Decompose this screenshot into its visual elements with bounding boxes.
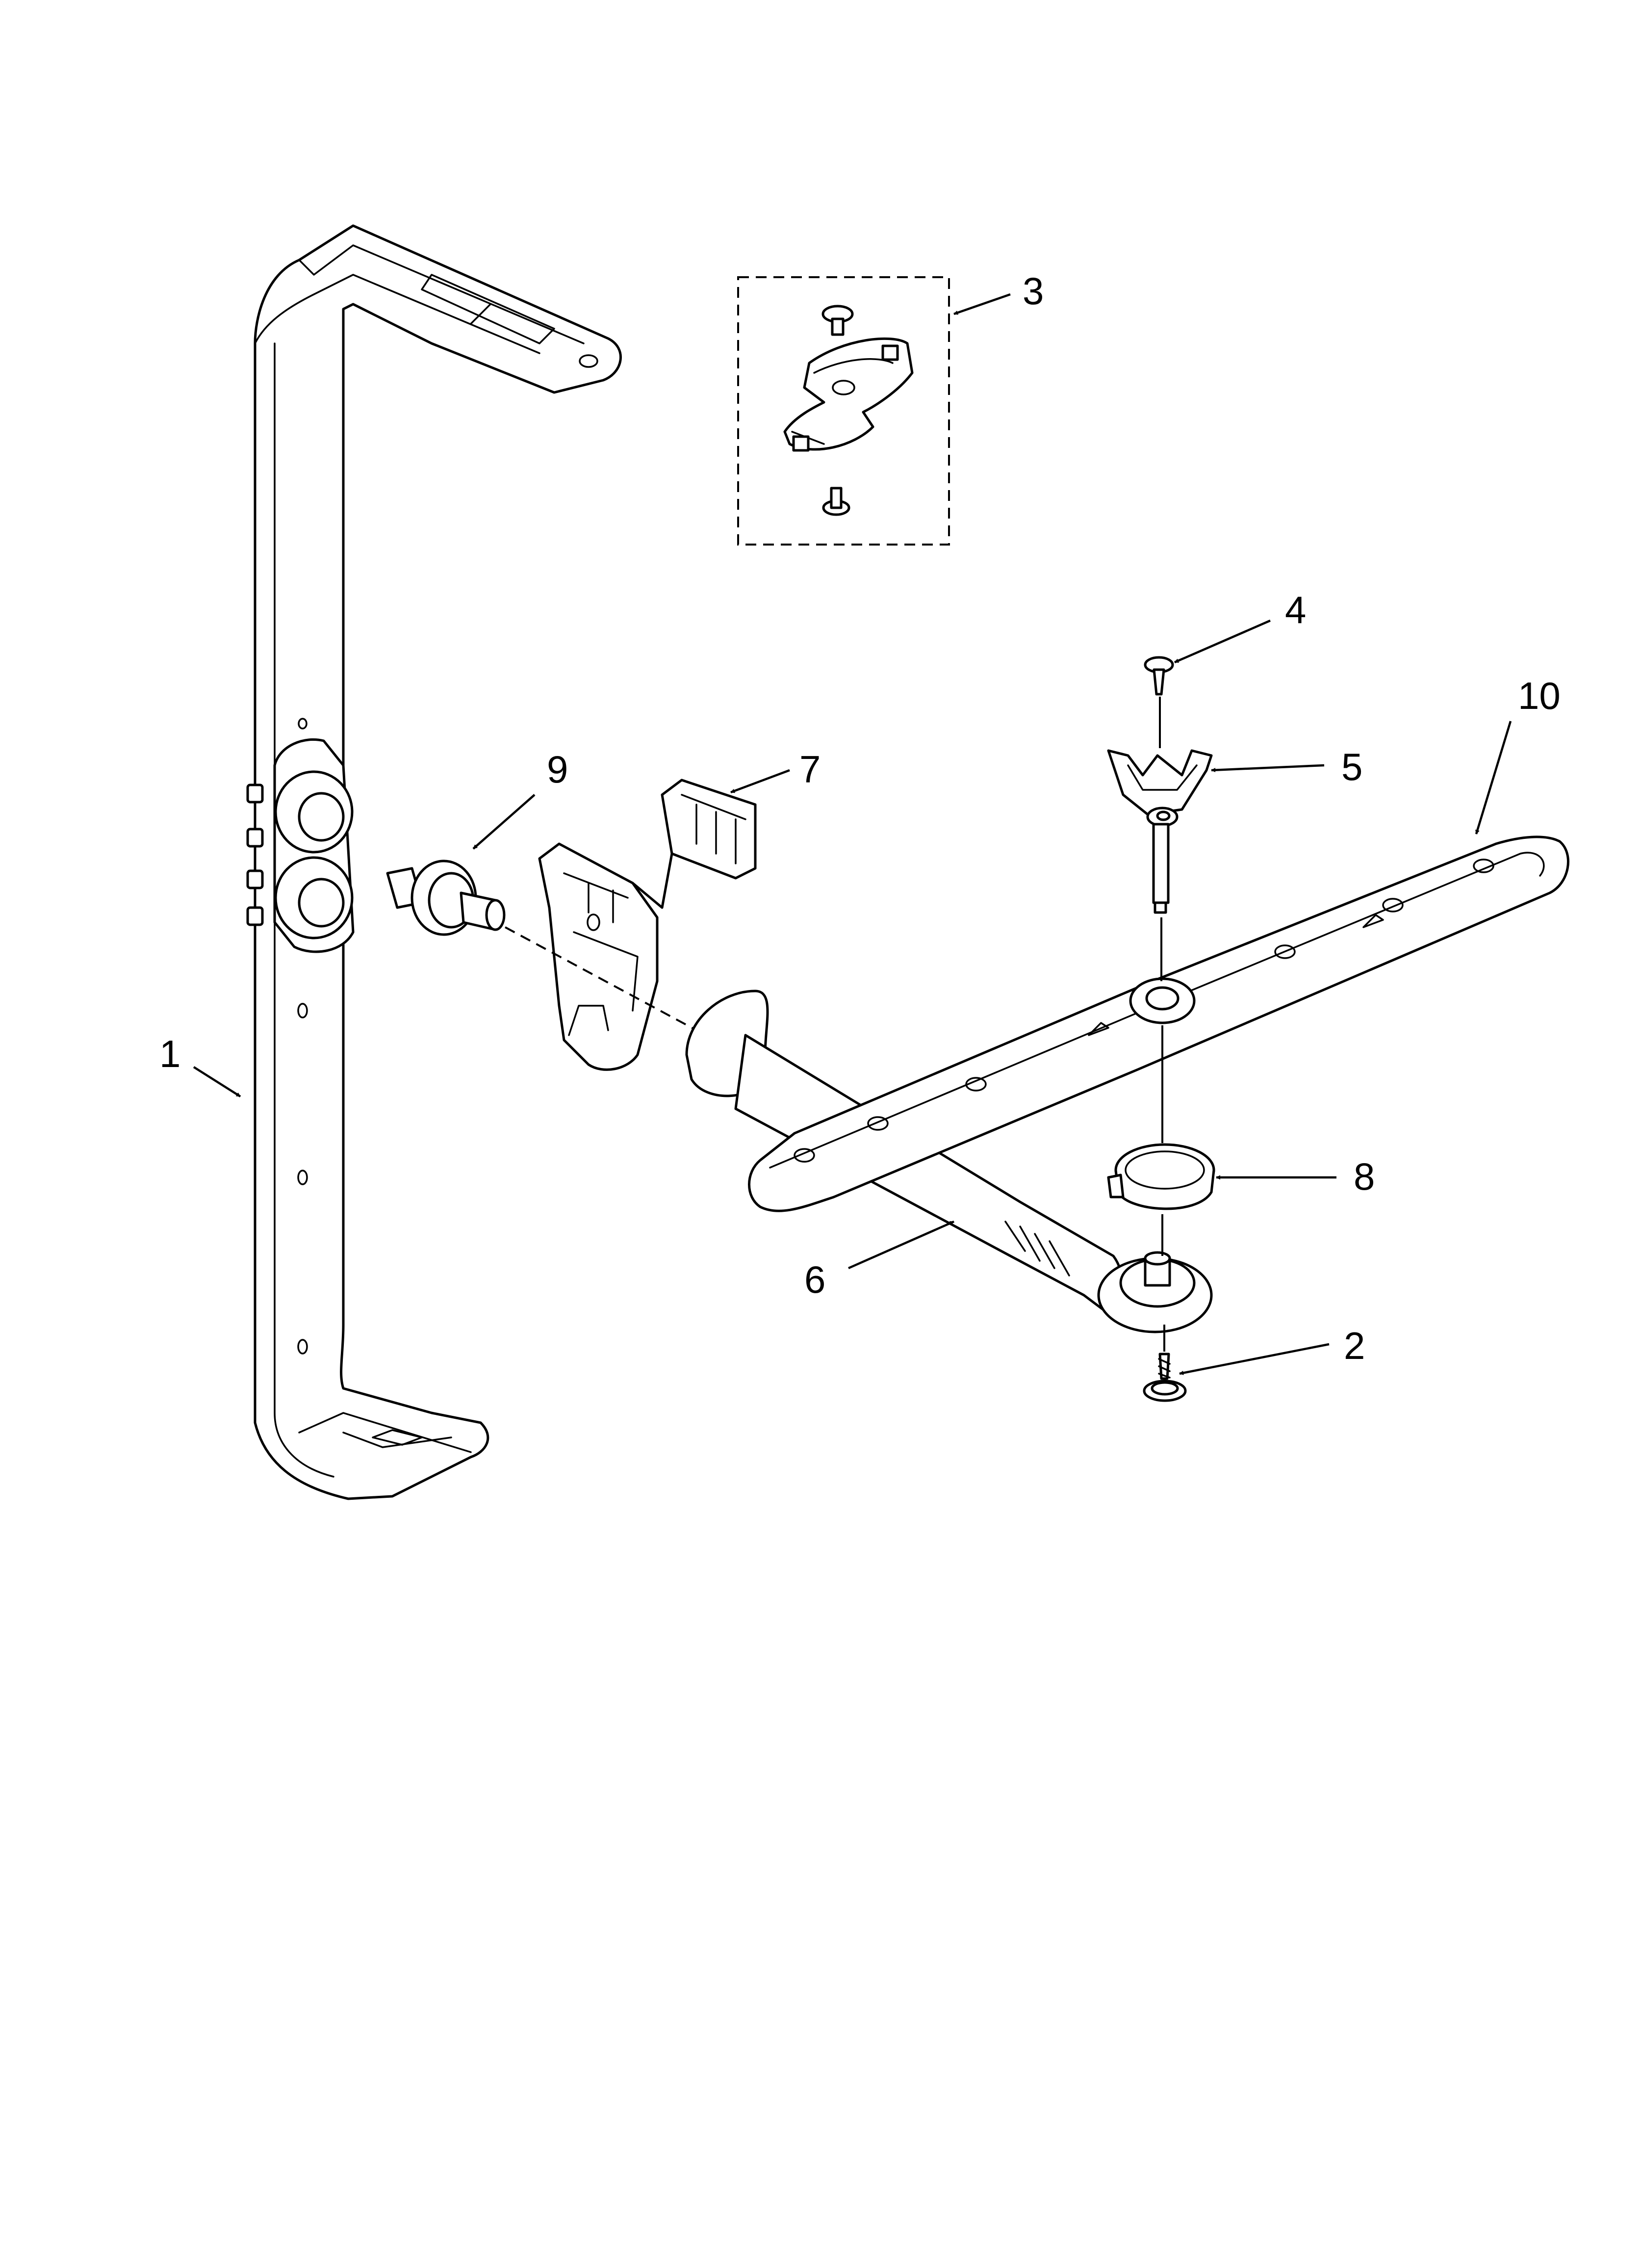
part-2-screw (1143, 1353, 1187, 1402)
callout-8: 8 (1354, 1155, 1375, 1198)
callout-labels: 1 2 3 4 5 6 7 8 9 10 (159, 269, 1561, 1367)
callout-2: 2 (1344, 1324, 1365, 1367)
callout-6: 6 (804, 1258, 825, 1301)
callout-7: 7 (799, 748, 821, 791)
part-3-kit (737, 276, 950, 546)
kit-dashed-box (737, 276, 950, 546)
callout-3: 3 (1023, 269, 1044, 313)
part-7-bracket (538, 779, 757, 1071)
part-8-seal-ring (1107, 1143, 1215, 1210)
assembly-axis (1159, 697, 1165, 1352)
part-10-spray-arm (748, 835, 1569, 1212)
callout-1: 1 (159, 1032, 180, 1075)
part-1-supply-tube (246, 224, 622, 1500)
alignment-guide-9 (505, 926, 697, 1031)
part-9-connector (386, 860, 506, 936)
callout-9: 9 (547, 748, 568, 791)
part-4-screw (1144, 656, 1174, 696)
part-6-lower-tube (685, 990, 1213, 1333)
callout-4: 4 (1285, 588, 1306, 631)
part-5-clip (1107, 749, 1213, 914)
callout-5: 5 (1341, 745, 1362, 788)
callout-10: 10 (1518, 674, 1561, 717)
callout-leaders (193, 293, 1512, 1375)
